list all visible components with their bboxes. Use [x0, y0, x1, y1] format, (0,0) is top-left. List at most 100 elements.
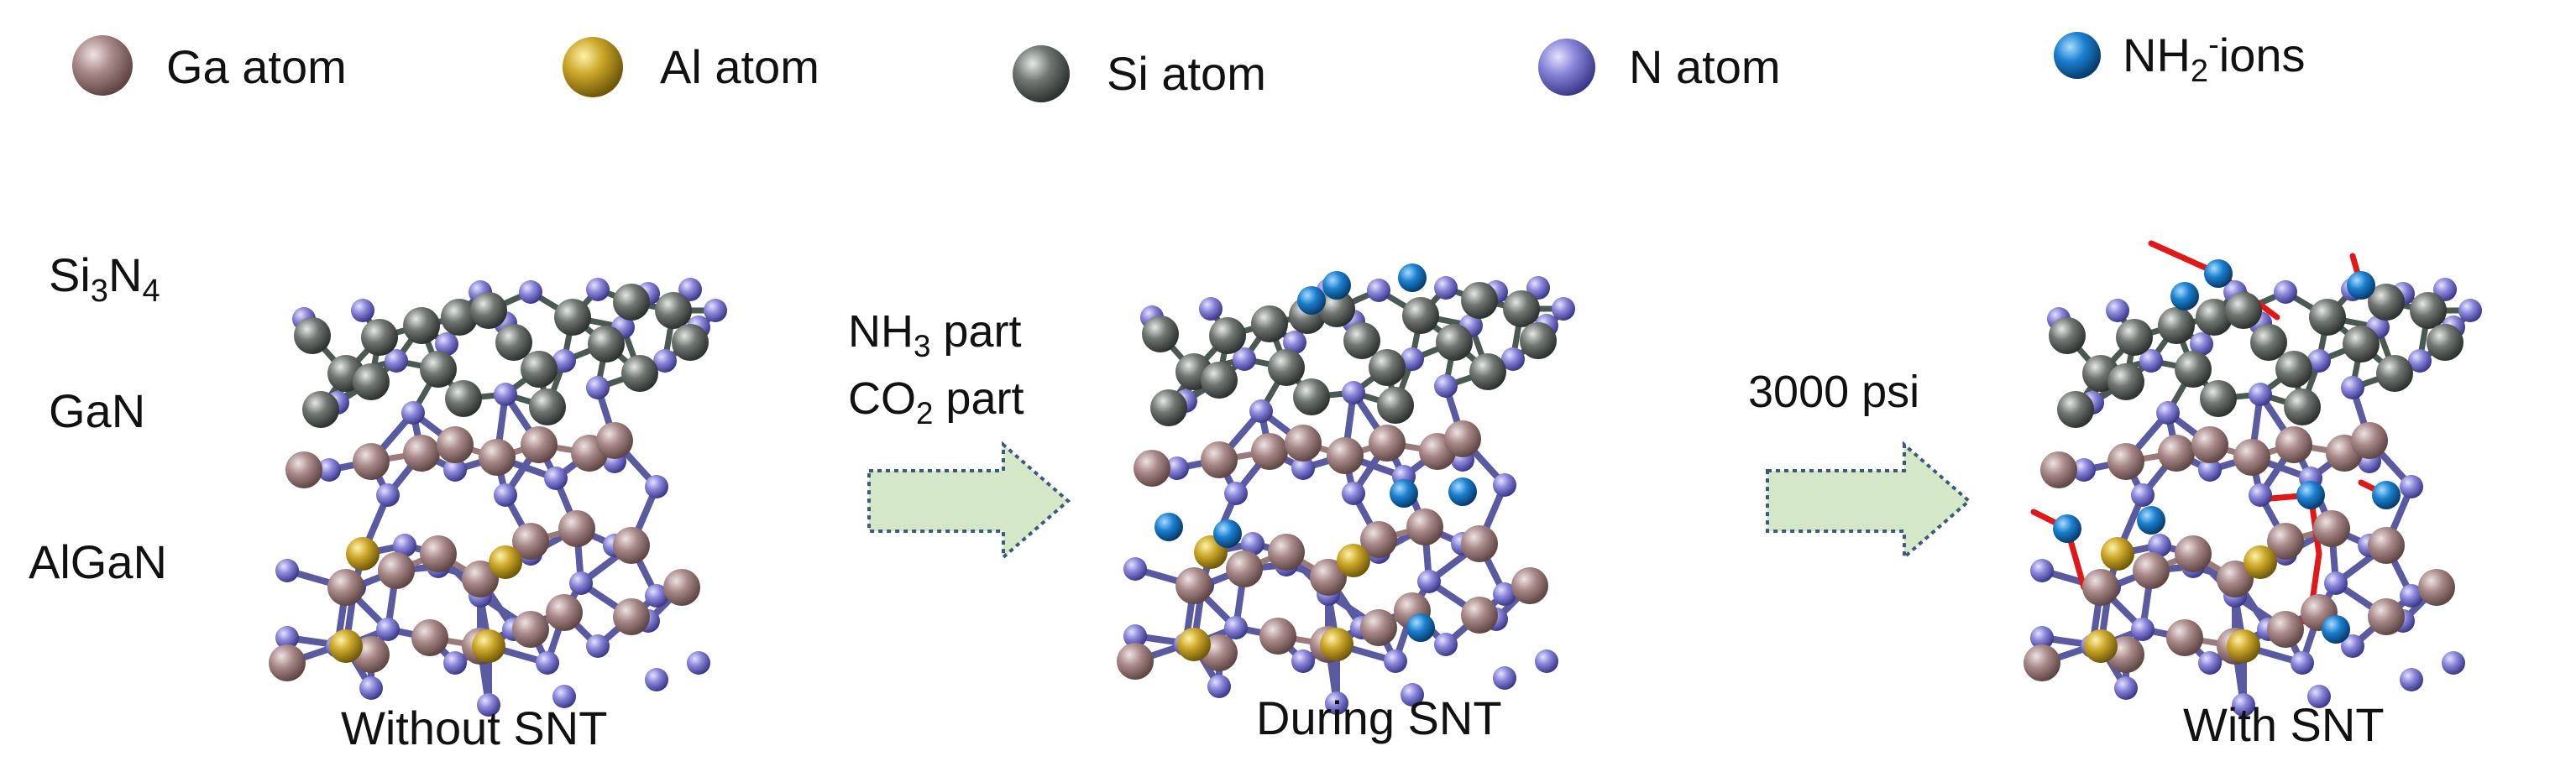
- n-atom: [1417, 570, 1441, 593]
- n-atom: [586, 634, 610, 658]
- si-atom: [1251, 305, 1288, 342]
- n-atom: [1249, 399, 1273, 423]
- process-arrow-1: [867, 441, 1071, 561]
- n-atom: [1526, 276, 1550, 300]
- legend-al-atom-icon: [563, 37, 623, 97]
- si3n4-sub1: 3: [90, 274, 108, 310]
- si-atom: [441, 299, 478, 336]
- n-atom: [2307, 349, 2331, 373]
- n-atom: [1535, 649, 1558, 673]
- ga-atom: [546, 594, 583, 631]
- ga-atom: [2313, 510, 2350, 547]
- ga-atom: [2351, 422, 2388, 459]
- ga-atom: [1259, 618, 1296, 655]
- ga-atom: [403, 435, 440, 472]
- n-atom: [275, 559, 299, 582]
- n-atom: [2148, 534, 2171, 557]
- si-atom: [2158, 307, 2195, 344]
- atoms: [2024, 259, 2482, 717]
- n-atom: [2198, 651, 2222, 675]
- ga-atom: [462, 561, 499, 597]
- n-atom: [2249, 483, 2272, 507]
- si-atom: [2107, 363, 2144, 400]
- nh2-ion: [1297, 286, 1326, 315]
- al-atom: [2244, 545, 2277, 579]
- ga-atom: [613, 598, 650, 635]
- n-atom: [2139, 349, 2163, 373]
- n-atom: [645, 584, 668, 608]
- atoms: [269, 278, 727, 717]
- n-atom: [376, 618, 400, 641]
- ga-atom: [2024, 644, 2060, 681]
- si-atom: [2343, 326, 2380, 363]
- n-atom: [2106, 299, 2129, 322]
- nh2-text: NH: [2123, 29, 2191, 81]
- si-atom: [302, 391, 339, 428]
- si-atom: [1318, 290, 1355, 327]
- si-atom: [420, 351, 457, 388]
- n-atom: [1283, 331, 1306, 354]
- si3n4-sub2: 4: [142, 274, 160, 310]
- n-atom: [687, 651, 710, 675]
- n-atom: [2433, 278, 2457, 301]
- al-atom: [1177, 628, 1211, 661]
- co2-text: CO: [848, 373, 916, 424]
- n-atom: [536, 651, 559, 675]
- n-atom: [477, 693, 500, 717]
- si-atom: [1150, 389, 1187, 426]
- si-atom: [588, 326, 625, 363]
- si-atom: [2309, 299, 2346, 336]
- n-atom: [2072, 458, 2096, 482]
- legend-ga-atom-icon: [72, 35, 133, 96]
- n-atom: [586, 376, 610, 399]
- n-atom: [2114, 676, 2138, 700]
- si-atom: [445, 380, 482, 417]
- ga-atom: [1511, 567, 1548, 604]
- caption-during-snt: During SNT: [1256, 691, 1502, 744]
- n-atom: [2030, 626, 2054, 649]
- ga-atom: [1226, 550, 1263, 587]
- n-atom: [1123, 624, 1147, 648]
- ga-atom: [558, 510, 595, 547]
- ga-atom: [1117, 643, 1154, 680]
- si-atom: [2116, 319, 2153, 356]
- n-atom: [2324, 571, 2348, 595]
- n-atom: [552, 685, 576, 708]
- si-atom: [1142, 316, 1179, 352]
- n-atom: [1384, 649, 1407, 673]
- n-atom: [359, 676, 383, 700]
- legend-nh2-label: NH2-ions: [2123, 29, 2306, 87]
- si-atom: [1293, 378, 1330, 415]
- al-atom: [346, 537, 380, 571]
- si-atom: [2275, 351, 2312, 388]
- nh2-ion: [2053, 514, 2081, 543]
- al-atom: [489, 545, 522, 579]
- ga-atom: [2418, 569, 2455, 606]
- n-atom: [376, 483, 400, 507]
- step1-line1: NH3 part: [848, 306, 1021, 362]
- n-atom: [435, 332, 458, 356]
- nh2-ion: [2347, 271, 2375, 300]
- layer-label-gan: GaN: [49, 384, 146, 437]
- ga-atom: [1360, 609, 1397, 646]
- nh2-ion: [1322, 271, 1351, 300]
- nh3-text: NH: [848, 306, 914, 357]
- si-atom: [2410, 292, 2447, 329]
- nh2-rest: ions: [2218, 29, 2306, 81]
- n-atom: [1552, 297, 1575, 321]
- n-atom: [2131, 483, 2155, 507]
- al-atom: [2227, 629, 2260, 663]
- n-atom: [2131, 618, 2155, 641]
- ga-atom: [1175, 567, 1212, 604]
- nh2-ion: [2372, 481, 2401, 509]
- ga-atom: [1327, 437, 1364, 474]
- ga-atom: [420, 535, 457, 572]
- n-atom: [1207, 675, 1231, 698]
- si-atom: [353, 363, 390, 400]
- si-atom: [2368, 284, 2405, 321]
- n-atom: [1233, 347, 1256, 371]
- n-atom: [2030, 559, 2054, 582]
- n-atom: [704, 299, 727, 322]
- ga-atom: [411, 619, 448, 656]
